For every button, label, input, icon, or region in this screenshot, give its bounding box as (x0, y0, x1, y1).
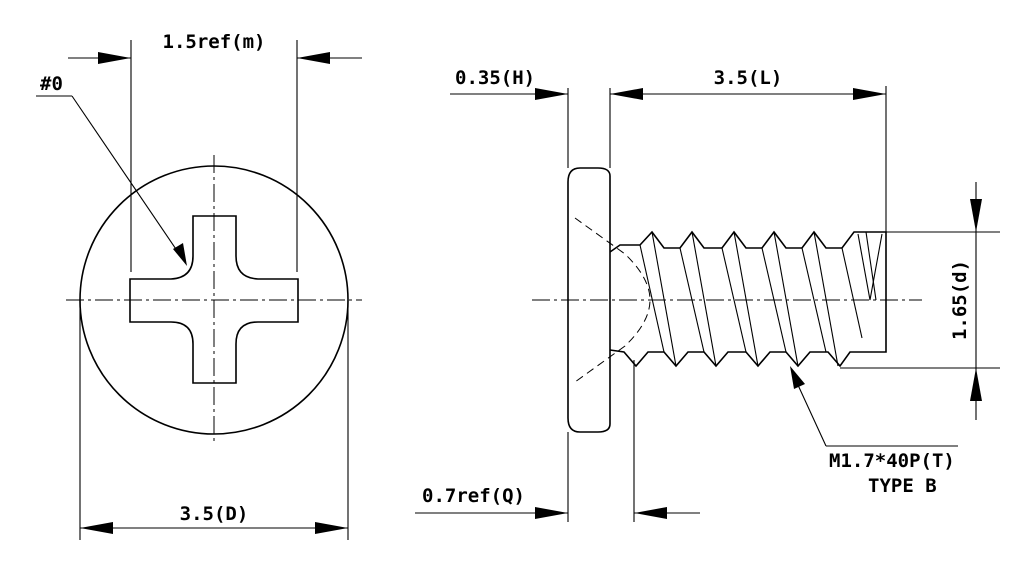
dim-length-arrow-left (610, 88, 643, 100)
drive-size-label: #0 (40, 73, 63, 95)
thread-tip-chamfer (857, 233, 883, 301)
head-width-label: 1.5ref(m) (163, 31, 266, 53)
dim-head-width-arrow-right (297, 52, 330, 64)
drive-size-leader-diagonal (71, 95, 183, 259)
dim-length-arrow-right (853, 88, 886, 100)
front-view: 1.5ref(m) #0 3.5(D) (36, 31, 362, 540)
thread-body-outline (609, 230, 887, 368)
dim-head-diameter-arrow-left (80, 522, 113, 534)
dim-head-diameter-arrow-right (315, 522, 348, 534)
phillips-cross-recess (129, 215, 299, 384)
dim-thread-diameter-arrow-top (970, 199, 982, 232)
recess-depth-label: 0.7ref(Q) (422, 485, 525, 507)
dim-recess-depth-arrow-left (535, 507, 568, 519)
head-side-profile (567, 167, 611, 433)
thread-diameter-label: 1.65(d) (949, 260, 971, 340)
head-diameter-label: 3.5(D) (180, 503, 249, 525)
side-view: 0.35(H) 3.5(L) 1.65(d) M1.7*40P(T) TYPE … (415, 67, 1000, 522)
thread-spec-leader-arrow (790, 366, 805, 389)
dim-height-arrow (535, 88, 568, 100)
head-height-label: 0.35(H) (455, 67, 535, 89)
dim-thread-diameter-arrow-bottom (970, 368, 982, 401)
length-label: 3.5(L) (714, 67, 783, 89)
dim-head-width-arrow-left (98, 52, 131, 64)
dim-recess-depth-arrow-right (634, 507, 667, 519)
thread-helix-lines (639, 231, 877, 367)
drive-size-leader-arrow (173, 243, 187, 266)
thread-spec-label-line1: M1.7*40P(T) (829, 450, 955, 472)
thread-spec-label-line2: TYPE B (868, 475, 937, 497)
